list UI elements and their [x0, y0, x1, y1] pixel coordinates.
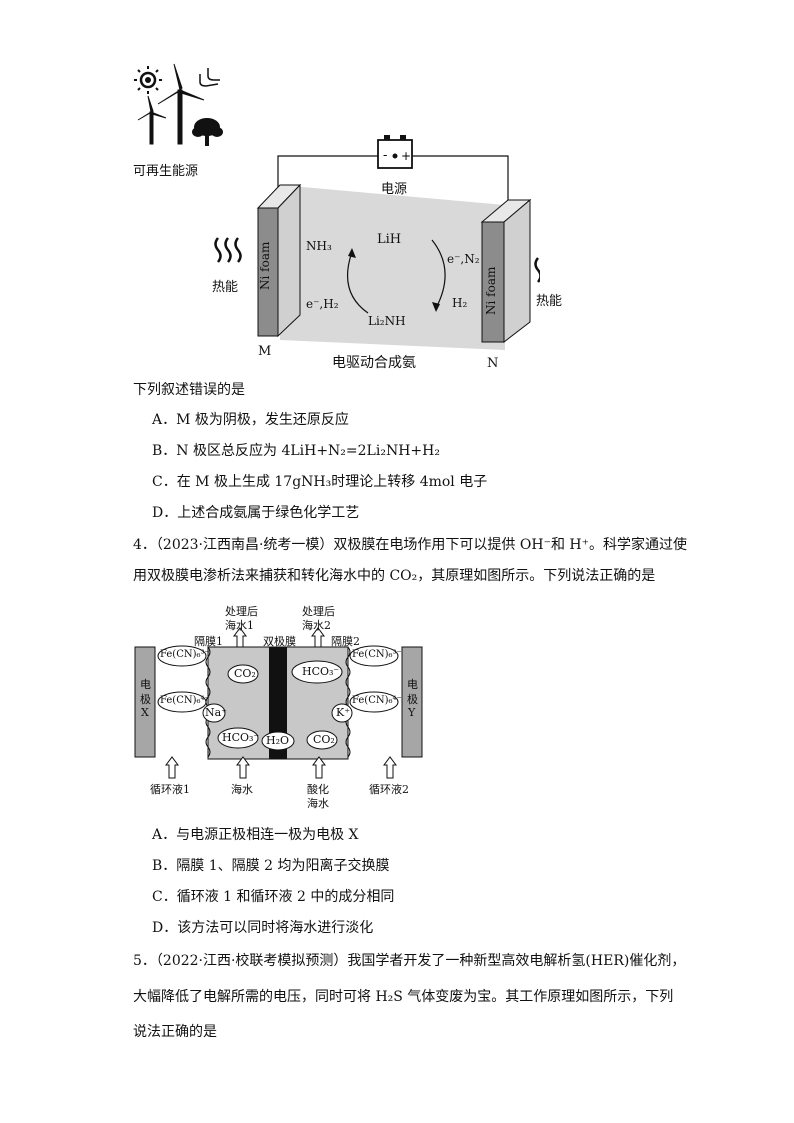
input-arrow-1 [165, 756, 179, 779]
q3-stem: 下列叙述错误的是 [133, 382, 245, 398]
wind-icon [199, 68, 220, 87]
li2nh-label: Li₂NH [368, 314, 406, 328]
electrode-y-label-b: 极 [407, 693, 418, 706]
fecn6-4-right: Fe(CN)₆⁴⁻ [352, 695, 402, 706]
svg-text:-: - [383, 148, 387, 163]
fecn6-3-right: Fe(CN)₆³⁻ [352, 649, 402, 660]
output-2-label-a: 处理后 [302, 605, 335, 618]
q4-figure [130, 600, 430, 810]
electrode-y-label-a: 电 [407, 678, 418, 691]
q5-stem-line2: 大幅降低了电解所需的电压，同时可将 H₂S 气体变废为宝。其工作原理如图所示，下… [133, 989, 674, 1005]
co2-label-2: CO₂ [313, 733, 335, 746]
q5-stem-line3: 说法正确的是 [133, 1024, 217, 1040]
electrode-m [256, 183, 302, 338]
e-h2-label: e⁻,H₂ [306, 297, 339, 311]
power-source-label: 电源 [381, 182, 408, 197]
electrode-n-label: N [487, 356, 499, 371]
input-arrow-4 [383, 756, 397, 779]
q3-option-c: C．在 M 极上生成 17gNH₃时理论上转移 4mol 电子 [152, 474, 488, 490]
output-1-label-b: 海水1 [225, 619, 254, 632]
fecn6-3-left: Fe(CN)₆³⁻ [160, 649, 210, 660]
k-ion-label: K⁺ [336, 706, 351, 719]
electrochem-diagram: - + [134, 63, 562, 350]
output-arrow-2 [311, 627, 325, 648]
q3-option-b: B．N 极区总反应为 4LiH+N₂=2Li₂NH+H₂ [152, 443, 440, 459]
electrode-m-label: M [258, 344, 272, 359]
svg-text:+: + [401, 149, 411, 163]
output-1-label-a: 处理后 [225, 605, 258, 618]
electrode-m-text: Ni foam [258, 241, 272, 290]
sun-icon [134, 66, 162, 94]
membrane-2 [345, 646, 351, 758]
h2-label: H₂ [452, 296, 468, 310]
bipolar-membrane [269, 647, 287, 759]
output-2-label-b: 海水2 [302, 619, 331, 632]
input-arrow-3 [312, 756, 326, 779]
heat-label-left: 热能 [212, 280, 239, 295]
h2o-label: H₂O [266, 734, 290, 747]
tree-icon [192, 118, 223, 146]
hco3-label-1: HCO₃⁻ [302, 665, 340, 678]
bipolar-membrane-label: 双极膜 [263, 635, 296, 648]
co2-label-1: CO₂ [234, 667, 256, 680]
heat-icon-right [534, 257, 562, 283]
wind-turbine-icon [137, 63, 205, 145]
q3-option-a: A．M 极为阴极，发生还原反应 [152, 412, 349, 428]
input-arrow-2 [236, 756, 250, 779]
input-4-label: 循环液2 [369, 783, 409, 796]
electrode-n-text: Ni foam [484, 266, 498, 315]
electrode-x [134, 646, 156, 758]
q3-option-d: D．上述合成氨属于绿色化学工艺 [152, 505, 360, 521]
e-n2-label: e⁻,N₂ [447, 252, 480, 266]
input-2-label: 海水 [231, 783, 253, 796]
q4-option-b: B．隔膜 1、隔膜 2 均为阳离子交换膜 [152, 858, 390, 874]
bipolar-membrane-diagram [134, 627, 423, 779]
hco3-label-2: HCO₃⁻ [222, 731, 260, 744]
input-3-label-a: 酸化 [307, 783, 329, 796]
reaction-cycle-arrows [346, 239, 446, 314]
heat-icon-left [214, 237, 242, 263]
electrolyte-region [280, 185, 505, 350]
electrode-x-label-c: X [141, 706, 149, 719]
electrode-x-label-b: 极 [140, 693, 151, 706]
membrane-1-label: 隔膜1 [194, 635, 223, 648]
renewable-energy-label: 可再生能源 [133, 164, 199, 179]
lih-label: LiH [377, 232, 402, 247]
q4-option-d: D．该方法可以同时将海水进行淡化 [152, 920, 374, 936]
q4-stem-line1: 4．（2023·江西南昌·统考一模）双极膜在电场作用下可以提供 OH⁻和 H⁺。… [133, 537, 688, 553]
output-arrow-1 [233, 627, 247, 648]
heat-label-right: 热能 [536, 294, 563, 309]
q5-stem-line1: 5．（2022·江西·校联考模拟预测）我国学者开发了一种新型高效电解析氢(HER… [133, 953, 686, 969]
input-3-label-b: 海水 [307, 797, 329, 810]
fecn6-4-left: Fe(CN)₆⁴⁻ [160, 695, 210, 706]
electrode-y [401, 646, 423, 758]
electrode-n [480, 198, 532, 344]
electrode-x-label-a: 电 [140, 678, 151, 691]
input-1-label: 循环液1 [150, 783, 190, 796]
membrane-2-label: 隔膜2 [331, 635, 360, 648]
power-source-icon: - + [377, 135, 413, 169]
nh3-label: NH₃ [306, 239, 332, 253]
electrode-y-label-c: Y [408, 706, 416, 719]
figure-caption: 电驱动合成氨 [332, 355, 416, 371]
q4-stem-line2: 用双极膜电渗析法来捕获和转化海水中的 CO₂，其原理如图所示。下列说法正确的是 [133, 568, 656, 584]
q3-figure: - + [120, 60, 562, 380]
q4-option-a: A．与电源正极相连一极为电极 X [152, 827, 359, 843]
q4-option-c: C．循环液 1 和循环液 2 中的成分相同 [152, 889, 395, 905]
na-ion-label: Na⁺ [205, 706, 227, 719]
